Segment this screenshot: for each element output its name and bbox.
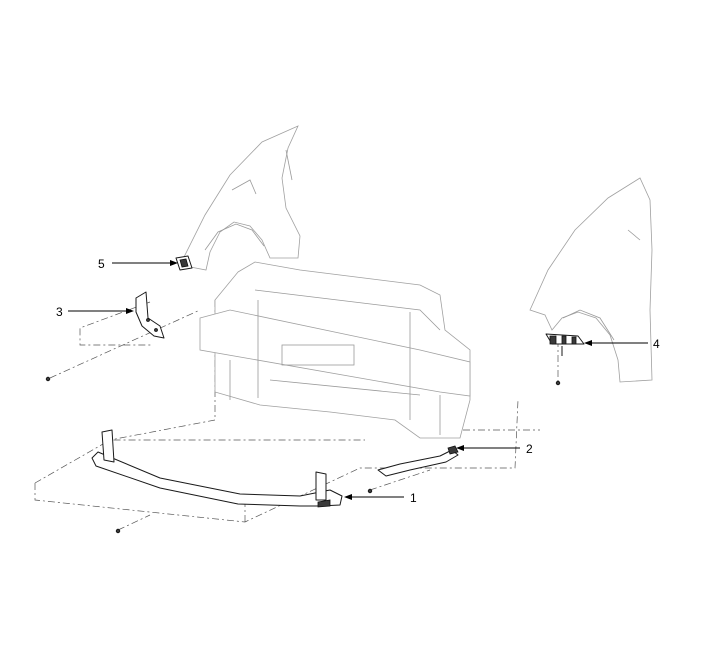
bracket-right (377, 445, 459, 477)
bracket-left (135, 291, 165, 339)
clip-left (175, 255, 193, 271)
fasteners (45, 376, 561, 534)
left-fender (179, 125, 301, 271)
connector-right (545, 333, 585, 356)
leader-lines (68, 260, 648, 500)
callout-5: 5 (98, 257, 105, 271)
callout-1: 1 (410, 491, 417, 505)
lower-bumper-beam (91, 429, 343, 508)
callout-3: 3 (56, 305, 63, 319)
front-end-module (199, 261, 471, 439)
callout-2: 2 (526, 442, 533, 456)
right-fender (529, 177, 653, 383)
callout-4: 4 (653, 337, 660, 351)
